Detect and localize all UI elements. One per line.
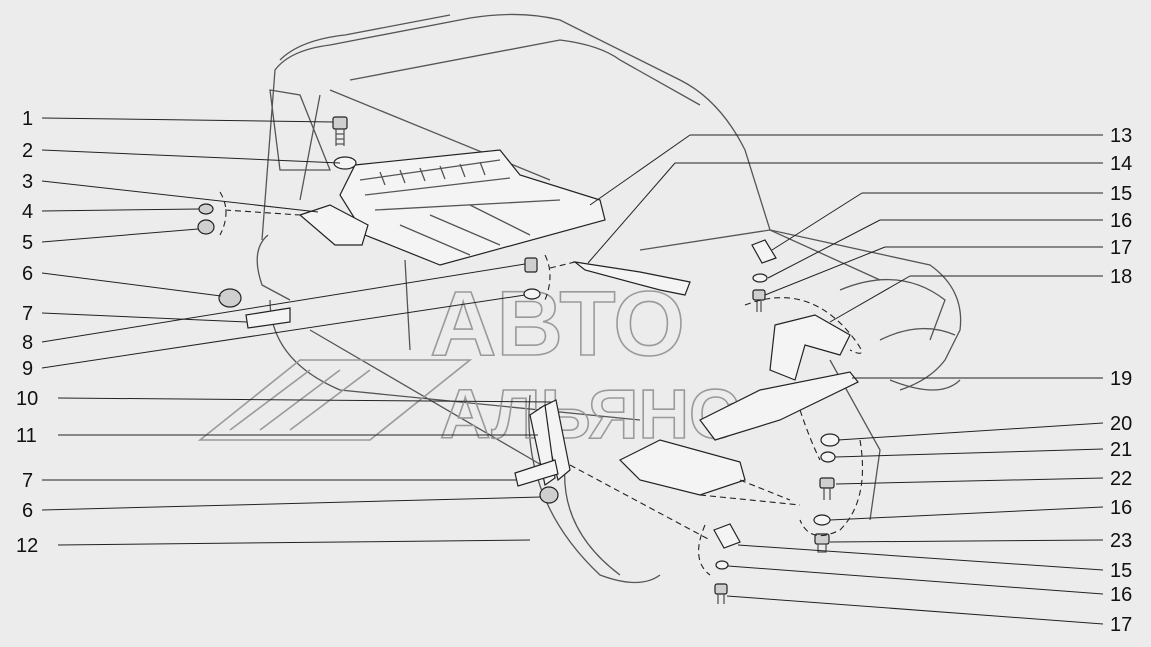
plug-part-6-upper: [218, 288, 242, 308]
bracket-part-14: [572, 261, 691, 296]
callout-19: 19: [1110, 368, 1132, 390]
floor-panel-part-13: [339, 149, 606, 266]
callout-21: 21: [1110, 439, 1132, 461]
washer-part-20: [820, 433, 840, 447]
screw-part-17-lower: [714, 583, 728, 604]
callout-22: 22: [1110, 468, 1132, 490]
nut-part-4: [198, 203, 214, 215]
callout-7: 7: [22, 303, 33, 325]
callout-13: 13: [1110, 125, 1132, 147]
assembly-path-8-9: [549, 261, 576, 269]
washer-part-16-upper: [752, 273, 768, 283]
callout-20: 20: [1110, 413, 1132, 435]
watermark-line2: АЛЬЯНС: [440, 375, 740, 453]
callout-15: 15: [1110, 183, 1132, 205]
bolt-part-8: [524, 257, 538, 273]
guard-part-19: [699, 371, 859, 441]
leader-lines: [41, 117, 1104, 625]
callout-17-lower: 17: [1110, 614, 1132, 636]
callout-4: 4: [22, 201, 33, 223]
callouts-left: 1 2 3 4 5 6 7 8 9 10 11 7 6 12: [16, 108, 38, 557]
assembly-path-4-5: [224, 209, 301, 216]
callout-8: 8: [22, 332, 33, 354]
assembly-path-12: [699, 479, 801, 506]
callout-16-lower: 16: [1110, 584, 1132, 606]
watermark-line1: АВТО: [430, 273, 685, 375]
clip-part-15-upper: [751, 239, 777, 264]
callout-1: 1: [22, 108, 33, 130]
assembly-path-15-17: [569, 464, 711, 541]
washer-part-16-middle: [813, 514, 831, 526]
callout-9: 9: [22, 358, 33, 380]
callout-6: 6: [22, 263, 33, 285]
guard-part-12: [618, 439, 746, 496]
callout-12: 12: [16, 535, 38, 557]
callout-2: 2: [22, 140, 33, 162]
assembly-bracket-15-17: [698, 524, 711, 576]
callout-23: 23: [1110, 530, 1132, 552]
shield-part-18: [769, 314, 851, 381]
callout-15-lower: 15: [1110, 560, 1132, 582]
nut-part-5: [197, 219, 215, 235]
callout-16-middle: 16: [1110, 497, 1132, 519]
callouts-right: 13 14 15 16 17 18 19 20 21 22 16 23 15 1…: [1110, 125, 1132, 636]
callout-10: 10: [16, 388, 38, 410]
assembly-path-18: [744, 297, 862, 354]
callout-3: 3: [22, 171, 33, 193]
washer-part-16-lower: [715, 560, 729, 570]
bolt-part-22: [819, 477, 835, 500]
callout-14: 14: [1110, 153, 1132, 175]
watermark: АВТО АЛЬЯНС: [197, 272, 740, 454]
bracket-part-3: [298, 204, 369, 246]
washer-part-9: [523, 288, 541, 300]
assembly-bracket-8-9: [544, 254, 551, 301]
callout-7-lower: 7: [22, 470, 33, 492]
screw-part-23: [814, 533, 830, 553]
callout-16: 16: [1110, 210, 1132, 232]
assembly-path-20-22: [799, 409, 821, 461]
callout-6-lower: 6: [22, 500, 33, 522]
strip-part-7-upper: [245, 307, 291, 329]
strip-part-7-lower: [514, 459, 559, 487]
callout-18: 18: [1110, 266, 1132, 288]
bolt-part-1: [332, 116, 348, 146]
callout-5: 5: [22, 232, 33, 254]
callout-11: 11: [16, 425, 37, 447]
washer-part-21: [820, 451, 836, 463]
plug-part-6-lower: [539, 486, 559, 504]
assembly-path-16-23: [799, 439, 863, 537]
clip-part-15-lower: [713, 523, 741, 549]
vehicle-outline: [256, 13, 962, 584]
callout-17: 17: [1110, 237, 1132, 259]
assembly-bracket-4-5: [219, 191, 227, 236]
